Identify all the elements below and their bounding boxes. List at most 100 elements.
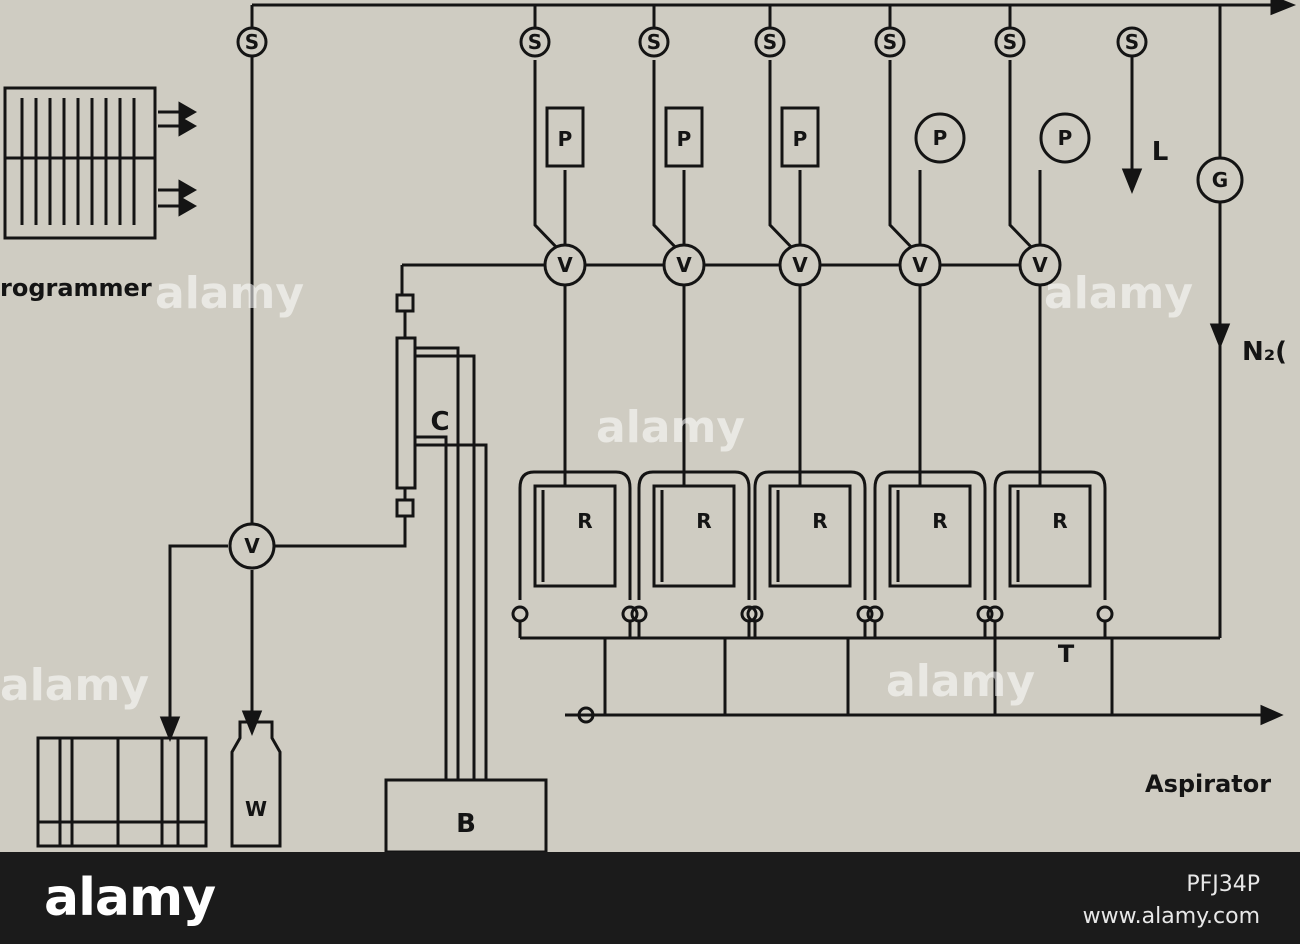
reactor-jacket: [993, 470, 1107, 600]
valve-icon-text: V: [792, 253, 808, 277]
reactor-vessel: [533, 484, 617, 588]
watermark-text: alamy: [886, 656, 1035, 707]
column-body: [395, 336, 417, 490]
sampler-icon-text: S: [1003, 30, 1017, 54]
pump-box-icon: [780, 106, 820, 168]
reactor-jacket: [873, 470, 987, 600]
valve-icon: [898, 243, 942, 287]
gauge-icon-text: G: [1212, 168, 1228, 192]
pump-box-icon: [664, 106, 704, 168]
footer-bar: alamy PFJ34P www.alamy.com: [0, 852, 1300, 944]
watermark-layer: alamy alamy alamy alamy alamy: [0, 268, 1193, 711]
reactor-jacket: [518, 470, 632, 600]
reactor-label: R: [812, 509, 827, 533]
main-valve-icon-text: V: [244, 534, 260, 558]
programmer-label: rogrammer: [0, 274, 152, 302]
pump-box-icon: [545, 106, 585, 168]
programmer-bars: [20, 98, 136, 225]
valve-icon-text: V: [557, 253, 573, 277]
valve-icon: [778, 243, 822, 287]
reactor-vessel: [652, 484, 736, 588]
watermark-text: alamy: [596, 402, 745, 453]
column-to-valve-line: [275, 516, 407, 548]
pump-box-icon-text: P: [677, 127, 692, 151]
bath-label: B: [456, 809, 476, 839]
sampler-icon: [1116, 26, 1148, 58]
main-valve-icon: [228, 522, 276, 570]
sampler-valve-line: [652, 60, 682, 254]
reactor-label: R: [577, 509, 592, 533]
pump-circle-icon-text: P: [1058, 126, 1073, 150]
fraction-collector: [36, 736, 208, 848]
reactor-label: R: [696, 509, 711, 533]
valve-icon: [1018, 243, 1062, 287]
valve-icon: [543, 243, 587, 287]
watermark-text: alamy: [1044, 268, 1193, 319]
reactor-vessel: [888, 484, 972, 588]
column-bottom-cap: [395, 498, 415, 518]
sampler-icon-text: S: [763, 30, 777, 54]
fraction-arrow: [159, 716, 181, 743]
tap-icon: [986, 605, 1004, 623]
footer-logo: alamy: [44, 868, 216, 928]
sampler-valve-line: [1008, 60, 1038, 254]
reactor-label: R: [932, 509, 947, 533]
sampler-icon: [638, 26, 670, 58]
prog-arrowhead: [178, 195, 198, 217]
reactor-vessel: [768, 484, 852, 588]
waste-bottle: [230, 720, 282, 848]
tap-icon: [866, 605, 884, 623]
fraction-line: [168, 544, 228, 728]
sampler-valve-line: [533, 60, 563, 254]
gauge-icon: [1196, 156, 1244, 204]
column-top-cap: [395, 293, 415, 313]
valve-icon-text: V: [676, 253, 692, 277]
tap-icon: [511, 605, 529, 623]
sampler-icon-text: S: [647, 30, 661, 54]
n2-arrow: [1209, 323, 1231, 350]
sampler-icon: [874, 26, 906, 58]
pump-circle-icon: [914, 112, 966, 164]
prog-arrowhead: [178, 115, 198, 137]
reactor-jacket: [753, 470, 867, 600]
jacket-line-1: [415, 346, 460, 780]
jacket-line-4: [415, 443, 488, 780]
sampler-icon-text: S: [528, 30, 542, 54]
thermo-label: T: [1058, 640, 1075, 668]
prog-arrowhead: [178, 101, 198, 123]
diagram-labels: C B W L T rogrammer N₂( Aspirator: [0, 137, 1287, 839]
site-url: www.alamy.com: [1082, 904, 1260, 929]
pump-circle-icon-text: P: [933, 126, 948, 150]
reactor-vessel: [1008, 484, 1092, 588]
sampler-icon-text: S: [1125, 30, 1139, 54]
column-label: C: [430, 407, 449, 437]
tap-icon: [630, 605, 648, 623]
image-id: PFJ34P: [1186, 872, 1260, 897]
pump-box-icon-text: P: [793, 127, 808, 151]
sampler-valve-line: [768, 60, 798, 254]
l-arrow: [1121, 168, 1143, 195]
pump-box-icon-text: P: [558, 127, 573, 151]
valve-icon: [662, 243, 706, 287]
l-label: L: [1152, 137, 1169, 167]
waste-arrow: [241, 710, 263, 737]
reactor-jacket: [637, 470, 751, 600]
programmer-box: [3, 86, 157, 240]
sampler-icon-text: S: [883, 30, 897, 54]
aspirator-arrow: [1260, 704, 1284, 726]
pump-circle-icon: [1039, 112, 1091, 164]
reactor-label: R: [1052, 509, 1067, 533]
aspirator-label: Aspirator: [1145, 770, 1271, 798]
watermark-text: alamy: [155, 268, 304, 319]
watermark-text: alamy: [0, 660, 149, 711]
valve-icon-text: V: [912, 253, 928, 277]
pipework: [3, 0, 1297, 854]
n2-label: N₂(: [1242, 337, 1287, 367]
sampler-icon: [994, 26, 1026, 58]
sampler-icon: [519, 26, 551, 58]
sampler-icon: [236, 26, 268, 58]
